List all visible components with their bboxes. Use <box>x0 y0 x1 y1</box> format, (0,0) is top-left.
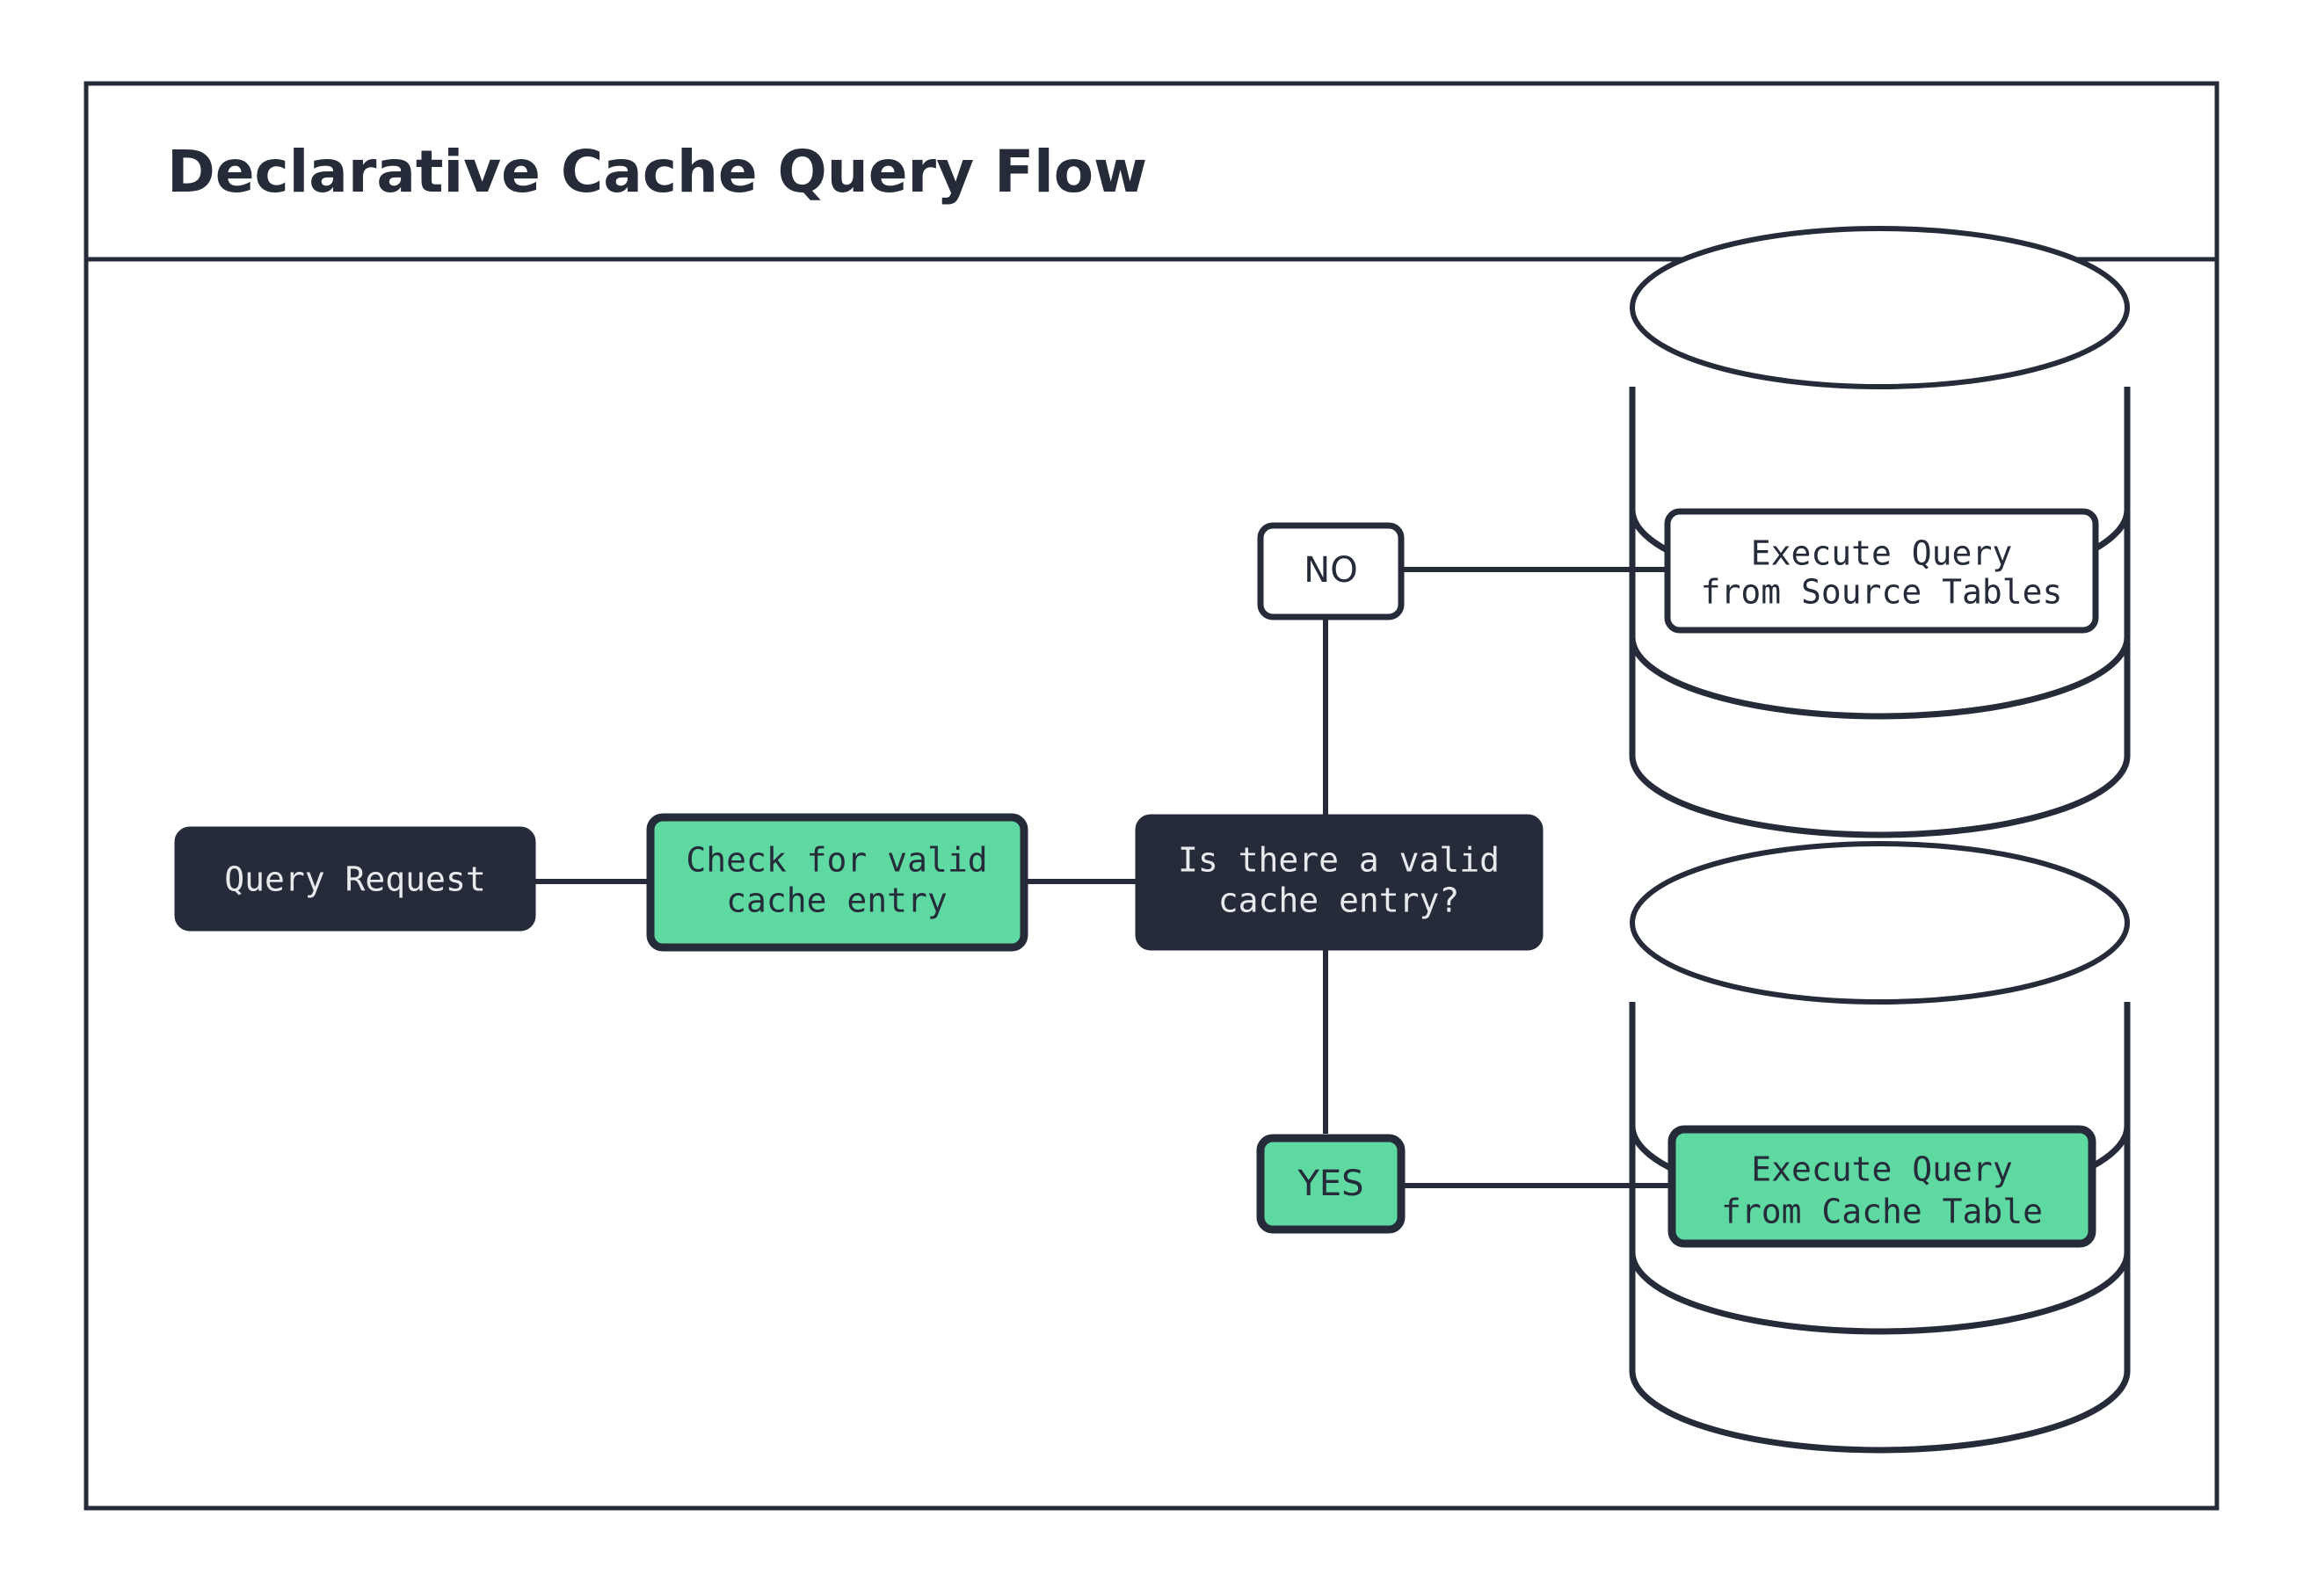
diagram-frame <box>84 81 2219 1511</box>
source-db-label-line-2: from Source Tables <box>1701 573 2063 612</box>
source-db-label-box <box>1664 508 2099 634</box>
no-label-box[interactable] <box>1257 522 1405 620</box>
edge-layer <box>527 567 1670 1188</box>
source-db-cylinder: Execute Query from Source Tables <box>1629 226 2131 838</box>
check-cache-label-line-1: Check for valid <box>686 841 987 880</box>
cache-db-top <box>1630 841 2130 1005</box>
decision-label-line-2: cache entry? <box>1218 881 1460 920</box>
cache-db-label-line-1: Execute Query <box>1751 1150 2012 1189</box>
yes-label-box[interactable] <box>1256 1134 1406 1234</box>
check-cache-label-line-2: cache entry <box>726 881 948 920</box>
query-request-box[interactable] <box>174 826 536 932</box>
check-cache-box[interactable] <box>646 813 1028 952</box>
cache-db-label-line-2: from Cache Table <box>1721 1193 2043 1231</box>
page-title: Declarative Cache Query Flow <box>167 138 1147 206</box>
query-request-label: Query Request <box>224 860 485 899</box>
node-check-cache[interactable]: Check for valid cache entry <box>646 813 1028 952</box>
cache-db-label-box <box>1667 1125 2096 1248</box>
node-query-request[interactable]: Query Request <box>174 826 536 932</box>
source-db-label-line-1: Execute Query <box>1751 534 2012 573</box>
no-label-text: NO <box>1304 550 1357 591</box>
decision-label-line-1: Is there a valid <box>1178 841 1500 880</box>
edge-label-no[interactable]: NO <box>1257 522 1405 620</box>
edge-label-yes[interactable]: YES <box>1256 1134 1406 1234</box>
decision-box[interactable] <box>1135 814 1544 951</box>
cache-db-cylinder: Execute Query from Cache Table <box>1629 841 2131 1454</box>
yes-label-text: YES <box>1297 1164 1363 1204</box>
node-decision[interactable]: Is there a valid cache entry? <box>1135 814 1544 951</box>
source-db-top <box>1630 226 2130 389</box>
